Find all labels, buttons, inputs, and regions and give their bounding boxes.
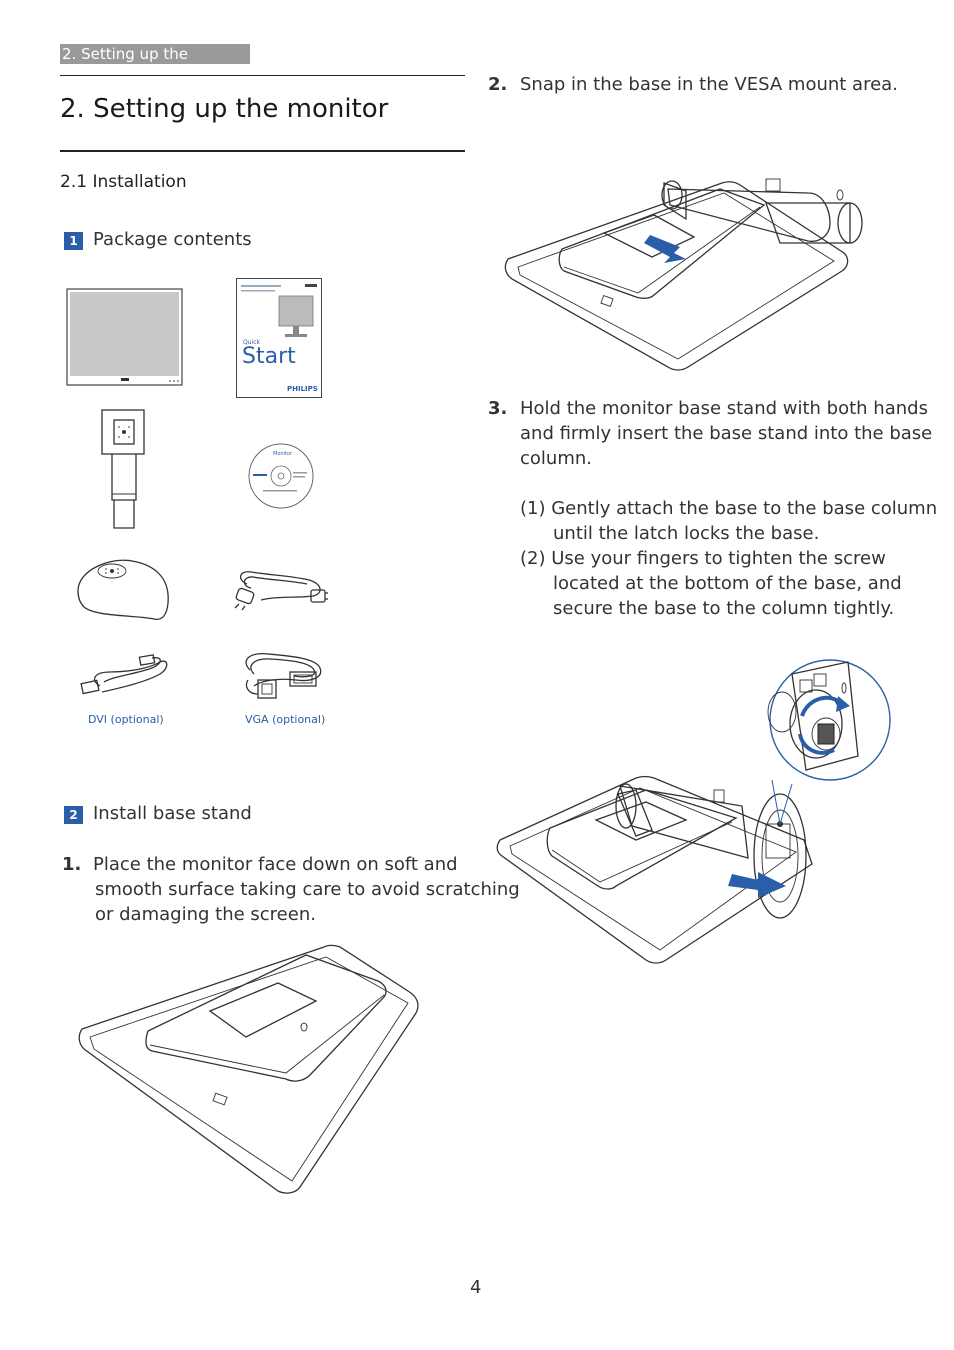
substep1-line1: (1) Gently attach the base to the base c…: [520, 498, 938, 519]
subsection-title: 2.1 Installation: [60, 172, 187, 192]
step-badge-2: 2: [64, 806, 83, 824]
guide-brand: PHILIPS: [287, 385, 318, 393]
cd-disc-drawing: [248, 443, 314, 509]
substep2-line1: (2) Use your fingers to tighten the scre…: [520, 548, 886, 569]
substep2-line3: secure the base to the column tightly.: [553, 598, 895, 619]
guide-quick-text: Quick: [243, 339, 260, 346]
package-contents-label: Package contents: [93, 229, 252, 250]
step1-text-line2: smooth surface taking care to avoid scra…: [95, 879, 520, 900]
monitor-front-image: [66, 288, 183, 386]
snap-base-image: [504, 178, 863, 371]
guide-start-text: Start: [242, 344, 296, 369]
monitor-face-down-image: [78, 944, 419, 1194]
cd-label: Monitor: [273, 451, 293, 457]
step3-text-line2: and firmly insert the base stand into th…: [520, 423, 933, 444]
page-title: 2. Setting up the monitor: [60, 94, 389, 124]
page-number: 4: [470, 1277, 482, 1298]
install-base-stand-label: Install base stand: [93, 803, 252, 824]
quick-start-guide: Quick Start PHILIPS: [236, 278, 322, 398]
guide-monitor-icon: [241, 284, 317, 337]
step-badge-1: 1: [64, 232, 83, 250]
substep1-line2: until the latch locks the base.: [553, 523, 820, 544]
title-rule: [60, 150, 465, 152]
dvi-cable-image: [80, 654, 168, 695]
step2-number: 2.: [488, 74, 508, 95]
top-rule: [60, 75, 465, 76]
cd-disc: Monitor: [247, 442, 315, 510]
section-tag: 2. Setting up the monitor: [60, 44, 250, 83]
vga-cable-image: [245, 653, 322, 699]
step3-text-line3: column.: [520, 448, 592, 469]
step2-text: Snap in the base in the VESA mount area.: [520, 74, 898, 95]
step1-text-line1: Place the monitor face down on soft and: [93, 854, 458, 875]
dvi-caption: DVI (optional): [88, 713, 164, 726]
base-column-image: [101, 409, 145, 529]
attach-base-image: [496, 659, 891, 964]
step1-number: 1.: [62, 854, 82, 875]
power-cord-image: [234, 571, 328, 611]
substep2-line2: located at the bottom of the base, and: [553, 573, 902, 594]
base-disc-image: [77, 559, 169, 621]
vga-caption: VGA (optional): [245, 713, 326, 726]
step3-text-line1: Hold the monitor base stand with both ha…: [520, 398, 928, 419]
step3-number: 3.: [488, 398, 508, 419]
step1-text-line3: or damaging the screen.: [95, 904, 316, 925]
